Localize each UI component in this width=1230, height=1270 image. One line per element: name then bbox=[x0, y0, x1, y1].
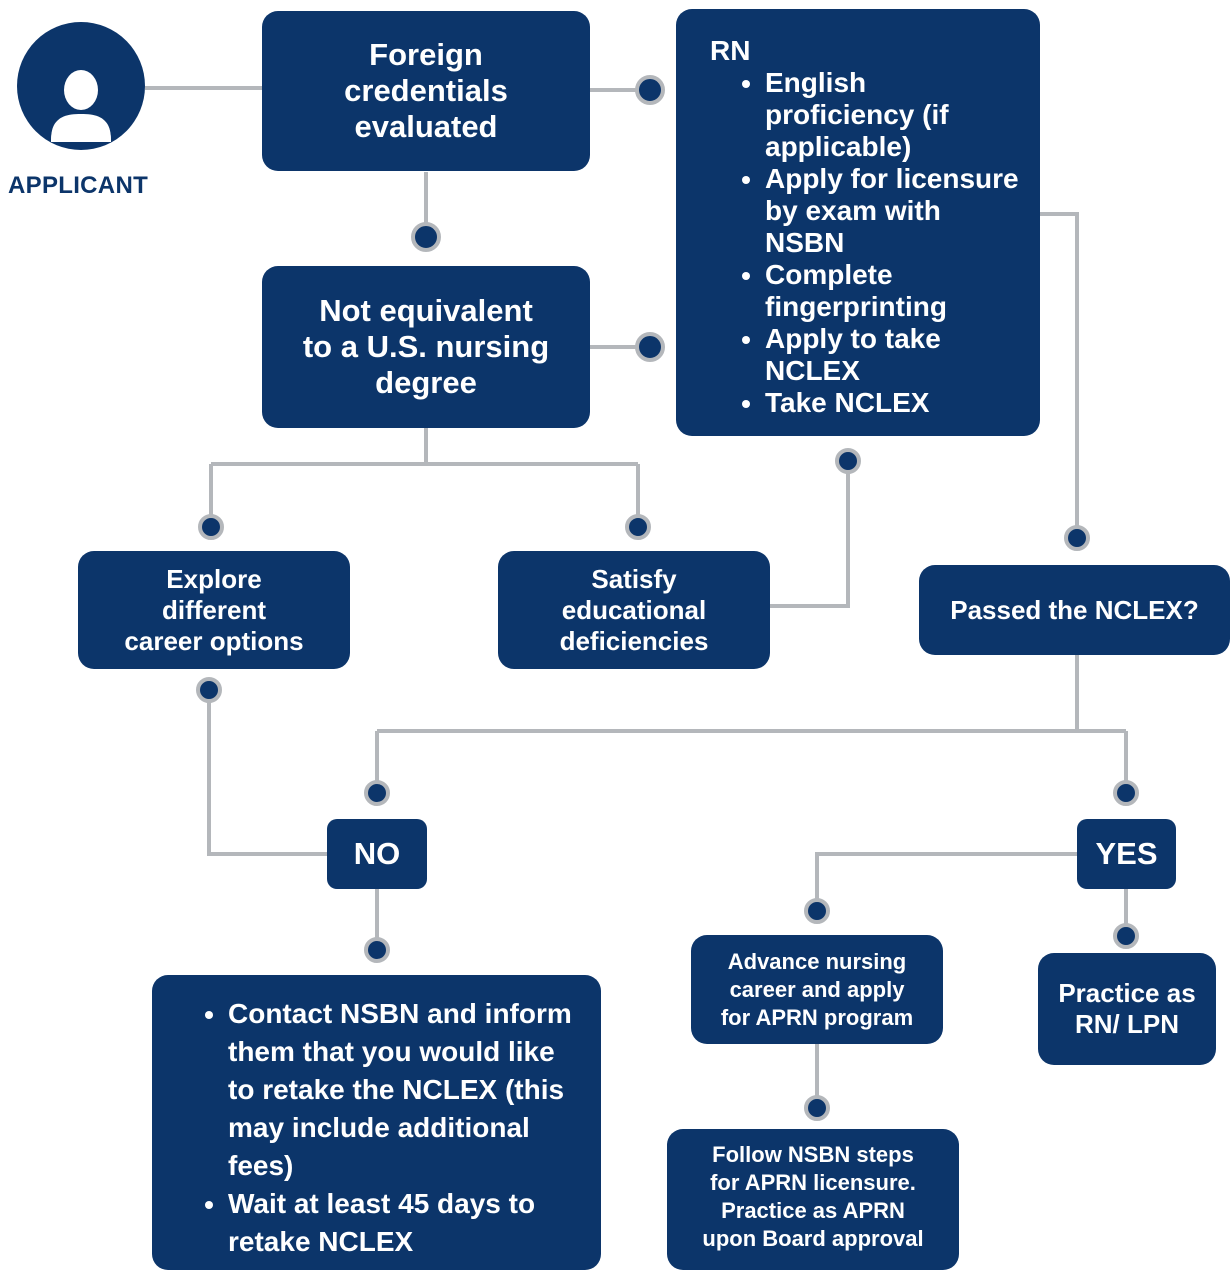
node-text-line: credentials bbox=[344, 73, 508, 108]
node-not-equivalent: Not equivalent to a U.S. nursing degree bbox=[262, 266, 590, 428]
retake-step-item: Wait at least 45 days to retake NCLEX bbox=[228, 1185, 581, 1261]
connector-dot bbox=[411, 222, 441, 252]
node-text-line: Follow NSBN steps bbox=[712, 1142, 914, 1167]
connector-dot bbox=[1113, 780, 1139, 806]
rn-step-item: English proficiency (if applicable) bbox=[765, 67, 1020, 163]
rn-step-item: Apply to take NCLEX bbox=[765, 323, 1020, 387]
connector-dot bbox=[364, 937, 390, 963]
rn-step-list: English proficiency (if applicable) Appl… bbox=[710, 67, 1020, 419]
connector-dot bbox=[1113, 923, 1139, 949]
node-foreign-credentials: Foreign credentials evaluated bbox=[262, 11, 590, 171]
connector-notequiv-branches bbox=[209, 428, 640, 527]
connector-rn-passed bbox=[1040, 212, 1079, 538]
node-follow-aprn: Follow NSBN steps for APRN licensure. Pr… bbox=[667, 1129, 959, 1270]
connector-dot bbox=[804, 898, 830, 924]
retake-step-list: Contact NSBN and inform them that you wo… bbox=[192, 995, 581, 1261]
connector-dot bbox=[635, 75, 665, 105]
node-passed-nclex: Passed the NCLEX? bbox=[919, 565, 1230, 655]
connector-satisfy-rn bbox=[770, 461, 850, 608]
connector-dot bbox=[196, 677, 222, 703]
connector-dot bbox=[1064, 525, 1090, 551]
node-text: YES bbox=[1095, 836, 1158, 871]
connector-dot bbox=[835, 448, 861, 474]
node-text-line: degree bbox=[375, 365, 477, 400]
connector-dot bbox=[635, 332, 665, 362]
node-text-line: Foreign bbox=[369, 37, 483, 72]
connector-explore-no bbox=[207, 692, 328, 856]
retake-step-item: Contact NSBN and inform them that you wo… bbox=[228, 995, 581, 1185]
node-text-line: career options bbox=[124, 625, 304, 656]
node-text-line: Explore bbox=[166, 563, 262, 594]
node-text-line: to a U.S. nursing bbox=[302, 329, 550, 364]
rn-step-item: Apply for licensure by exam with NSBN bbox=[765, 163, 1020, 259]
node-text-line: Satisfy bbox=[591, 563, 677, 594]
rn-title: RN bbox=[710, 35, 751, 66]
node-text-line: for APRN program bbox=[720, 1004, 914, 1030]
node-text-line: Practice as bbox=[1058, 978, 1196, 1008]
node-text: NO bbox=[353, 836, 401, 871]
applicant-label: APPLICANT bbox=[8, 172, 149, 199]
node-text-line: career and apply bbox=[729, 976, 905, 1002]
rn-step-item: Complete fingerprinting bbox=[765, 259, 1020, 323]
node-practice-rn-lpn: Practice as RN/ LPN bbox=[1038, 953, 1216, 1065]
node-text-line: Advance nursing bbox=[727, 948, 907, 974]
node-text-line: upon Board approval bbox=[702, 1226, 924, 1251]
connector-passed-branches bbox=[375, 655, 1128, 793]
node-retake-steps: Contact NSBN and inform them that you wo… bbox=[152, 975, 601, 1270]
node-satisfy-deficiencies: Satisfy educational deficiencies bbox=[498, 551, 770, 669]
node-text-line: RN/ LPN bbox=[1074, 1009, 1179, 1039]
connector-dot bbox=[198, 514, 224, 540]
connector-yes-advance bbox=[815, 852, 1078, 911]
node-yes: YES bbox=[1077, 819, 1176, 889]
connector-dot bbox=[364, 780, 390, 806]
node-explore-careers: Explore different career options bbox=[78, 551, 350, 669]
person-icon bbox=[51, 70, 111, 142]
node-text-line: evaluated bbox=[354, 109, 498, 144]
node-text-line: Practice as APRN bbox=[721, 1198, 905, 1223]
connector-dot bbox=[804, 1095, 830, 1121]
applicant-avatar bbox=[17, 22, 145, 150]
rn-step-item: Take NCLEX bbox=[765, 387, 1020, 419]
node-advance-career: Advance nursing career and apply for APR… bbox=[691, 935, 943, 1044]
node-text-line: different bbox=[161, 594, 266, 625]
node-text-line: Not equivalent bbox=[319, 293, 533, 328]
node-text-line: deficiencies bbox=[559, 625, 709, 656]
node-text-line: for APRN licensure. bbox=[710, 1170, 916, 1195]
node-no: NO bbox=[327, 819, 427, 889]
node-text-line: educational bbox=[561, 594, 707, 625]
connector-dot bbox=[625, 514, 651, 540]
node-rn-steps: RN English proficiency (if applicable) A… bbox=[676, 9, 1040, 436]
node-text: Passed the NCLEX? bbox=[950, 594, 1199, 625]
